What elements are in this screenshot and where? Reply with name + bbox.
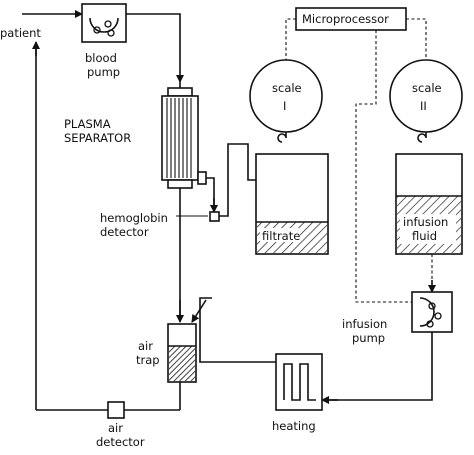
- scale-1-hook: [277, 132, 287, 143]
- blood-pump-label-1: blood: [85, 51, 117, 65]
- infusion-pump-label-2: pump: [352, 331, 385, 345]
- infusion-fluid-container: [395, 153, 463, 255]
- air-trap: [167, 323, 197, 383]
- hemoglobin-label-1: hemoglobin: [100, 211, 168, 225]
- hemoglobin-label-2: detector: [100, 225, 149, 239]
- infusion-pump: [411, 291, 453, 333]
- microprocessor-label: Microprocessor: [302, 12, 389, 26]
- scale-1-number: I: [283, 99, 286, 113]
- air-detector-label-1: air: [108, 421, 123, 435]
- plasma-separator-label-1: PLASMA: [64, 117, 111, 131]
- pump-to-heating-line: [324, 332, 433, 401]
- air-trap-label-1: air: [138, 339, 153, 353]
- heating-label: heating: [272, 419, 316, 433]
- scale-2-hook: [417, 132, 427, 143]
- infusion-fluid-label-1: infusion: [403, 215, 448, 229]
- scale-1-label: scale: [272, 81, 302, 95]
- air-detector: [107, 401, 125, 419]
- infusion-pump-label-1: infusion: [342, 317, 387, 331]
- blood-pump: [81, 3, 127, 43]
- scale-2: [389, 59, 463, 133]
- patient-label: patient: [0, 26, 41, 40]
- filtrate-label: filtrate: [262, 229, 300, 243]
- scale-2-label: scale: [412, 81, 442, 95]
- blood-pump-label-2: pump: [87, 65, 120, 79]
- scale-2-number: II: [420, 99, 427, 113]
- plasma-separator: [161, 82, 207, 189]
- patient-inlet-line: [22, 10, 184, 83]
- air-detector-label-2: detector: [96, 435, 145, 449]
- air-trap-label-2: trap: [136, 353, 160, 367]
- heating-to-air-trap-line: [199, 297, 276, 363]
- infusion-fluid-label-2: fluid: [412, 229, 437, 243]
- control-signal-lines: [285, 18, 432, 303]
- patient-return-line: [32, 41, 180, 411]
- filtrate-container: [255, 153, 329, 255]
- scale-1: [249, 59, 323, 133]
- plasma-separator-label-2: SEPARATOR: [64, 131, 131, 145]
- heating-coil: [275, 353, 323, 411]
